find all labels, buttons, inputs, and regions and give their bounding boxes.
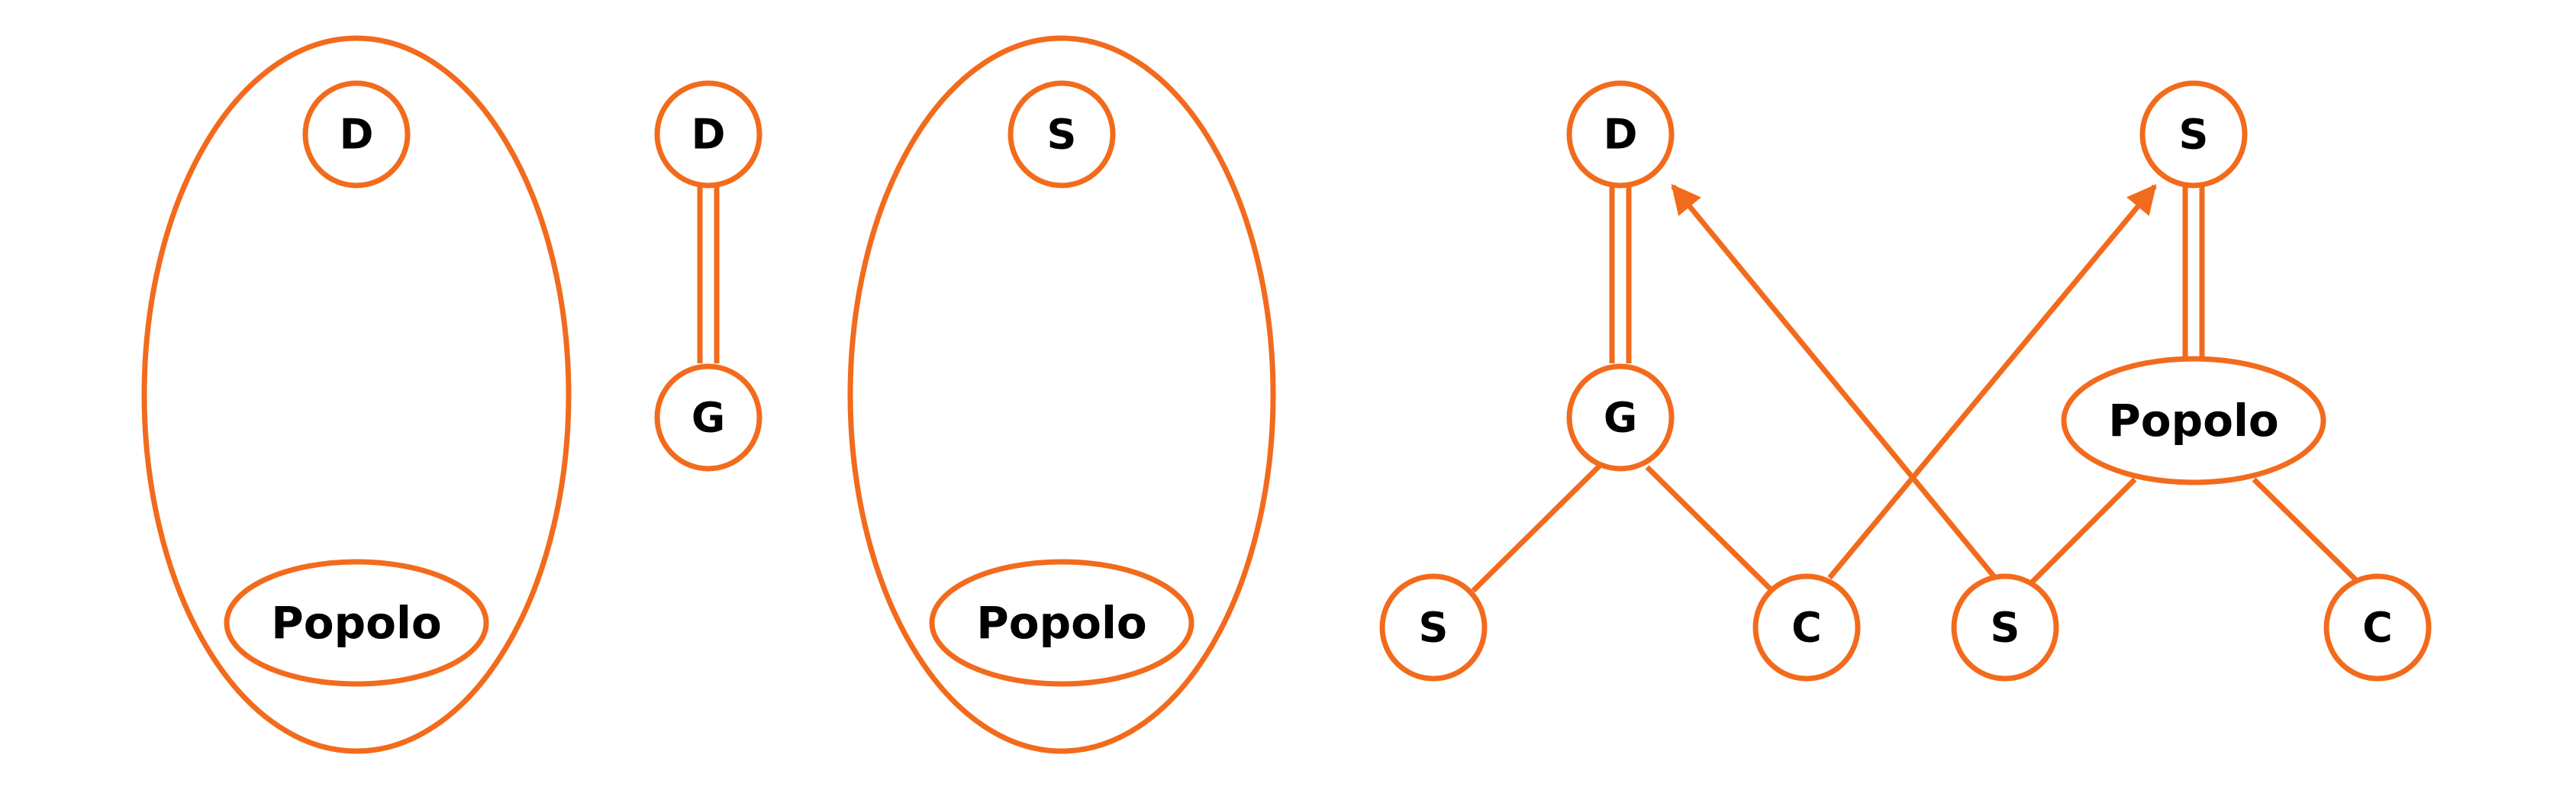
node-d-2: D: [654, 80, 762, 189]
node-label: S: [1047, 111, 1077, 159]
node-label: C: [1791, 604, 1822, 652]
node-d-4: D: [1566, 80, 1675, 189]
outer-ellipse-3: [847, 35, 1276, 754]
node-label: D: [692, 111, 726, 159]
node-label: S: [2179, 111, 2209, 159]
node-g-4: G: [1566, 363, 1675, 472]
node-s-leaf-left: S: [1379, 573, 1488, 682]
node-c-leaf-right: C: [2323, 573, 2432, 682]
node-s-3: S: [1008, 80, 1116, 189]
node-d-1: D: [302, 80, 411, 189]
node-label: G: [1604, 394, 1637, 442]
node-label: C: [2362, 604, 2393, 652]
node-label: Popolo: [976, 597, 1146, 649]
edge-popolo-c: [2252, 477, 2362, 586]
node-label: S: [1419, 604, 1449, 652]
edge-g-c: [1645, 465, 1773, 592]
node-popolo-1: Popolo: [224, 559, 489, 687]
node-label: G: [692, 394, 725, 442]
node-popolo-4: Popolo: [2061, 356, 2326, 485]
node-label: S: [1991, 604, 2020, 652]
node-label: Popolo: [2108, 395, 2278, 447]
node-c-leaf-left: C: [1752, 573, 1861, 682]
diagram-3: S Popolo: [847, 35, 1276, 754]
node-s-4: S: [2139, 80, 2248, 189]
arrow-s-to-d: [1671, 184, 1997, 580]
arrow-c-to-s: [1827, 184, 2157, 580]
diagram-1: D Popolo: [141, 35, 572, 754]
node-label: Popolo: [271, 597, 441, 649]
outer-ellipse-1: [141, 35, 572, 754]
edge-g-s: [1471, 463, 1603, 593]
edge-popolo-s: [2028, 477, 2137, 586]
node-popolo-3: Popolo: [929, 559, 1195, 687]
node-label: D: [1604, 111, 1638, 159]
node-s-leaf-right: S: [1951, 573, 2059, 682]
node-g-2: G: [654, 363, 762, 472]
diagram-2: D G: [654, 80, 762, 472]
node-label: D: [340, 111, 374, 159]
diagram-4: D G S C S Popolo S C: [1379, 80, 2432, 682]
